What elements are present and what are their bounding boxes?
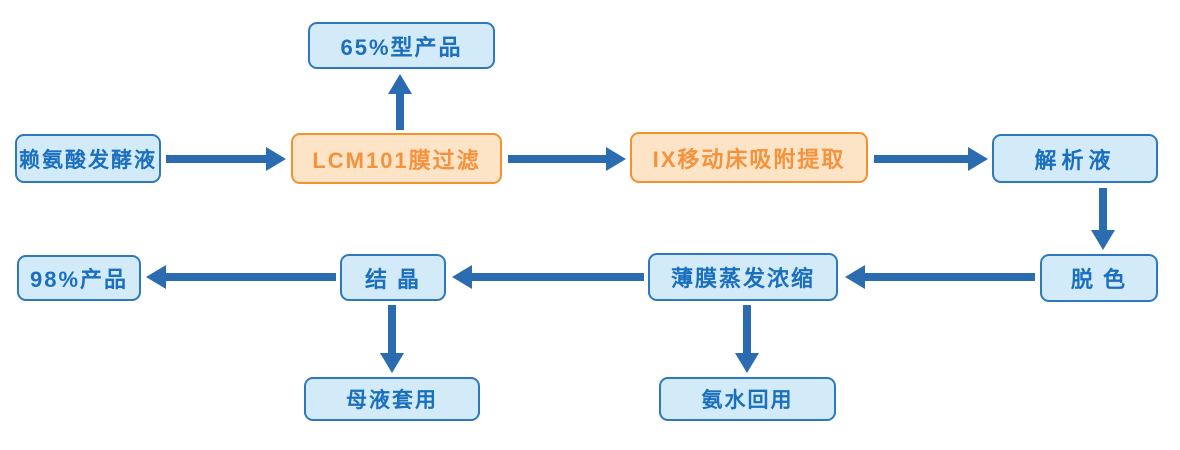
arrow-down-icon	[1091, 188, 1115, 250]
node-desorption-liquid: 解析液	[992, 134, 1158, 183]
arrow-left-icon	[452, 265, 644, 289]
arrow-shaft	[508, 155, 608, 163]
arrow-head-icon	[452, 265, 472, 289]
node-label: 氨水回用	[701, 389, 794, 412]
arrow-shaft	[388, 305, 396, 355]
arrow-shaft	[1099, 188, 1107, 232]
node-98-percent-product: 98%产品	[17, 255, 141, 301]
node-ix-moving-bed-adsorption: IX移动床吸附提取	[630, 132, 868, 183]
arrow-head-icon	[735, 353, 759, 373]
arrow-shaft	[874, 155, 970, 163]
arrow-right-icon	[508, 147, 626, 171]
node-label: 母液套用	[346, 389, 438, 412]
arrow-head-icon	[388, 74, 412, 94]
arrow-shaft	[863, 273, 1035, 281]
arrow-shaft	[164, 273, 336, 281]
arrow-head-icon	[146, 265, 166, 289]
node-ammonia-water-recycle: 氨水回用	[659, 377, 836, 421]
arrow-shaft	[396, 92, 404, 130]
node-thin-film-evaporation: 薄膜蒸发浓缩	[648, 253, 838, 301]
arrow-head-icon	[606, 147, 626, 171]
arrow-left-icon	[845, 265, 1035, 289]
node-label: 结 晶	[364, 266, 422, 292]
node-label: LCM101膜过滤	[312, 147, 481, 173]
arrow-up-icon	[388, 74, 412, 130]
arrow-left-icon	[146, 265, 336, 289]
arrow-head-icon	[968, 147, 988, 171]
node-mother-liquor-reuse: 母液套用	[304, 377, 480, 421]
node-65-percent-product: 65%型产品	[308, 22, 495, 69]
node-label: 脱 色	[1070, 267, 1128, 292]
arrow-head-icon	[266, 147, 286, 171]
arrow-shaft	[166, 155, 268, 163]
arrow-down-icon	[380, 305, 404, 373]
node-label: 薄膜蒸发浓缩	[670, 266, 815, 291]
node-label: 解析液	[1034, 147, 1116, 173]
node-lcm101-membrane-filtration: LCM101膜过滤	[291, 133, 502, 184]
node-label: 65%型产品	[340, 34, 463, 60]
node-label: 赖氨酸发酵液	[19, 148, 157, 172]
arrow-right-icon	[874, 147, 988, 171]
node-label: 98%产品	[29, 267, 129, 292]
arrow-head-icon	[845, 265, 865, 289]
node-lysine-fermentation-broth: 赖氨酸发酵液	[15, 134, 161, 183]
arrow-head-icon	[1091, 230, 1115, 250]
arrow-right-icon	[166, 147, 286, 171]
node-decolorization: 脱 色	[1040, 254, 1158, 302]
node-crystallization: 结 晶	[340, 254, 446, 301]
arrow-shaft	[470, 273, 644, 281]
node-label: IX移动床吸附提取	[652, 146, 846, 172]
arrow-down-icon	[735, 305, 759, 373]
arrow-head-icon	[380, 353, 404, 373]
arrow-shaft	[743, 305, 751, 355]
